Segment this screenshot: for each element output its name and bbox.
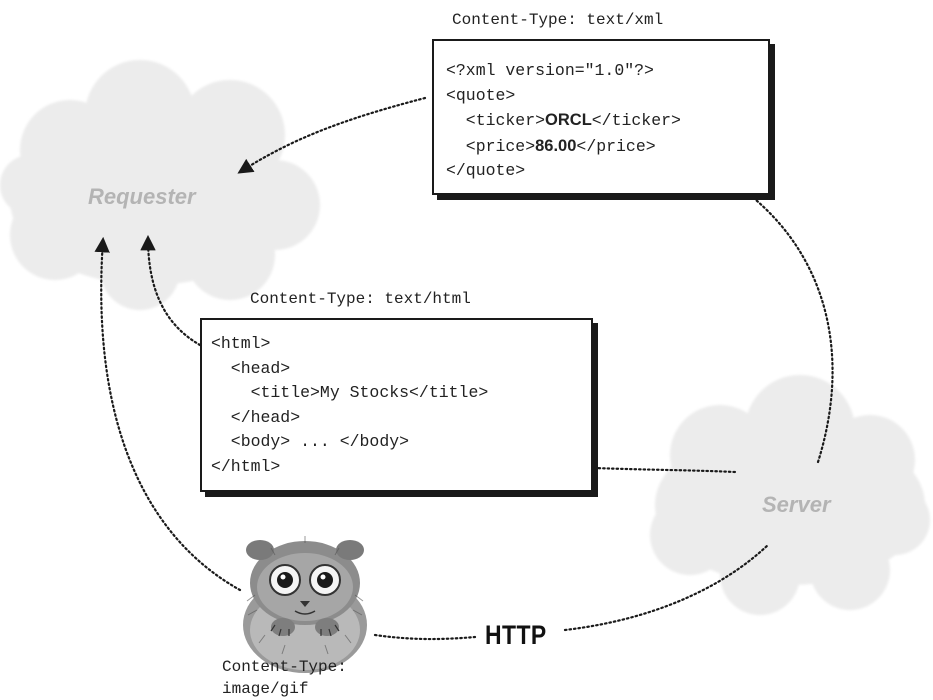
xml-content-type-label: Content-Type: text/xml xyxy=(452,11,664,29)
tarsier-image xyxy=(243,536,367,673)
html-line-html-open: <html> xyxy=(211,334,271,353)
xml-to-requester-arrow xyxy=(237,96,427,174)
xml-ticker-open: <ticker> xyxy=(446,111,546,130)
xml-ticker-value: ORCL xyxy=(545,111,592,129)
requester-label: Requester xyxy=(88,184,196,209)
html-to-requester-arrow xyxy=(140,234,202,347)
server-label: Server xyxy=(762,492,831,517)
http-to-server-line xyxy=(563,543,770,632)
xml-price-close: </price> xyxy=(576,136,656,156)
html-line-head-open: <head> xyxy=(211,358,291,378)
xml-line-declaration: <?xml version="1.0"?> xyxy=(446,61,654,80)
xml-price-open: <price> xyxy=(446,136,536,156)
html-response-box: <html> <head> <title>My Stocks</title> <… xyxy=(200,318,593,492)
xml-line-quote-close: </quote> xyxy=(446,161,526,180)
gif-to-requester-arrow xyxy=(94,236,242,592)
xml-code: <?xml version="1.0"?> <quote> <ticker>OR… xyxy=(434,41,768,184)
html-line-head-close: </head> xyxy=(211,407,301,427)
xml-ticker-close: </ticker> xyxy=(591,111,681,130)
server-to-xml-line xyxy=(748,193,834,464)
html-to-server-line xyxy=(592,466,737,474)
xml-line-quote-open: <quote> xyxy=(446,85,516,105)
html-line-body: <body> ... </body> xyxy=(211,432,410,451)
xml-price-value: 86.00 xyxy=(535,136,577,155)
gif-content-type-line2: image/gif xyxy=(222,680,309,698)
html-code: <html> <head> <title>My Stocks</title> <… xyxy=(202,320,591,479)
gif-content-type-line1: Content-Type: xyxy=(222,658,347,676)
gif-content-type-label: Content-Type: image/gif xyxy=(222,656,347,700)
xml-response-box: <?xml version="1.0"?> <quote> <ticker>OR… xyxy=(432,39,770,195)
server-cloud xyxy=(650,375,930,615)
html-line-html-close: </html> xyxy=(211,456,281,476)
html-content-type-label: Content-Type: text/html xyxy=(250,290,471,308)
html-line-title: <title>My Stocks</title> xyxy=(211,383,489,402)
http-label: HTTP xyxy=(485,620,547,650)
gif-to-http-line xyxy=(373,633,477,641)
requester-cloud xyxy=(0,60,320,310)
